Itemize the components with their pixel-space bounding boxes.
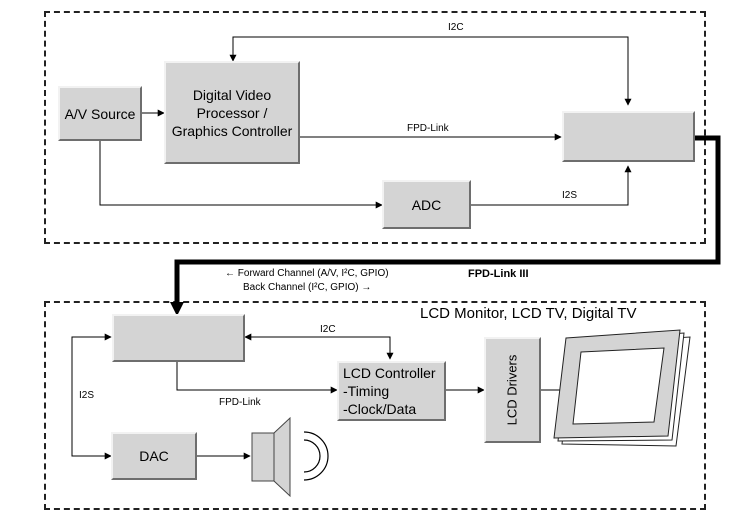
speaker-icon [251, 416, 329, 498]
display-region [44, 301, 706, 510]
i2c-bottom-label: I2C [320, 324, 336, 335]
back-channel-label: Back Channel (I²C, GPIO) → [243, 282, 372, 293]
lcd-controller-block: LCD Controller -Timing -Clock/Data [337, 361, 446, 421]
deserializer-block [112, 314, 245, 362]
av-source-label: A/V Source [64, 105, 136, 122]
fpd-link-iii-arrowhead [170, 302, 184, 316]
fpd-link-bottom-label: FPD-Link [219, 397, 261, 408]
i2c-bottom-line [244, 333, 394, 360]
i2s-top-label: I2S [562, 190, 578, 201]
adc-block: ADC [382, 180, 471, 229]
i2c-top-line [229, 36, 632, 106]
av-to-adc-line [99, 141, 383, 209]
serializer-block [562, 111, 695, 162]
lcd-drivers-label: LCD Drivers [504, 354, 520, 426]
lcd-panel-icon [553, 329, 691, 447]
video-processor-block: Digital Video Processor / Graphics Contr… [164, 61, 300, 164]
i2s-top-line [471, 165, 632, 206]
fpd-link-top-label: FPD-Link [407, 123, 449, 134]
dac-label: DAC [139, 448, 169, 464]
fpd-link-bottom-line [176, 362, 338, 394]
fpd-link-iii-label: FPD-Link III [468, 268, 529, 280]
lcd-drivers-block: LCD Drivers [484, 337, 541, 443]
display-region-title: LCD Monitor, LCD TV, Digital TV [420, 305, 637, 322]
adc-label: ADC [411, 196, 442, 213]
dac-block: DAC [111, 432, 197, 480]
source-region [44, 11, 706, 244]
lcd-controller-label: LCD Controller -Timing -Clock/Data [343, 365, 436, 417]
fpd-link-iii-cable [174, 135, 721, 304]
i2s-bottom-line [71, 333, 112, 460]
av-source-block: A/V Source [58, 86, 142, 141]
i2c-top-label: I2C [448, 22, 464, 33]
video-processor-label: Digital Video Processor / Graphics Contr… [171, 86, 293, 139]
forward-channel-label: ← Forward Channel (A/V, I²C, GPIO) [225, 268, 389, 279]
i2s-bottom-label: I2S [79, 390, 95, 401]
